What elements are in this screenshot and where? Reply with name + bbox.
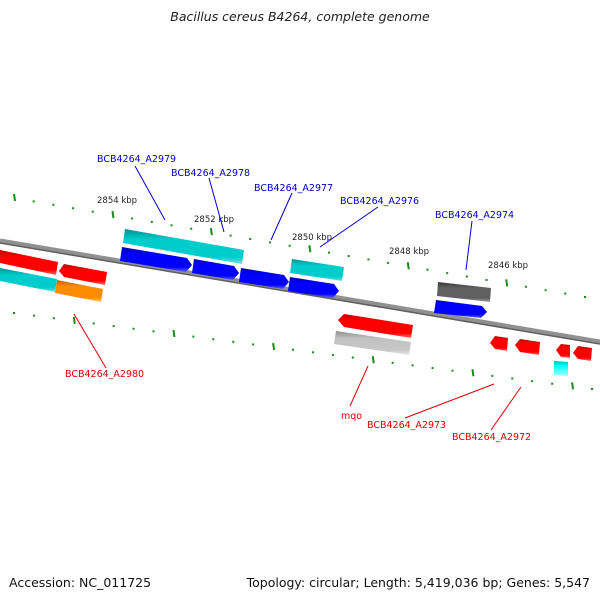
gene-label[interactable]: BCB4264_A2977 — [254, 183, 333, 194]
gene-feature[interactable] — [434, 300, 487, 318]
label-leader-line — [465, 220, 473, 271]
gene-feature[interactable] — [338, 314, 413, 338]
major-tick — [505, 279, 509, 287]
upper-tick-track — [13, 193, 586, 298]
gene-feature[interactable] — [0, 250, 58, 275]
major-tick — [371, 356, 375, 364]
gene-label[interactable]: BCB4264_A2974 — [435, 210, 514, 221]
genome-summary: Topology: circular; Length: 5,419,036 bp… — [246, 575, 590, 590]
gene-label[interactable]: BCB4264_A2980 — [65, 369, 144, 380]
major-tick — [272, 342, 276, 351]
scale-label: 2848 kbp — [389, 247, 429, 257]
major-tick — [571, 382, 575, 390]
gene-label[interactable]: BCB4264_A2972 — [452, 432, 531, 443]
major-tick — [308, 245, 312, 253]
gene-label[interactable]: mqo — [341, 411, 362, 422]
scale-label: 2852 kbp — [194, 215, 234, 225]
genome-backbone-shadow — [0, 242, 600, 345]
label-leader-line — [270, 192, 293, 241]
gene-label[interactable]: BCB4264_A2979 — [97, 154, 176, 165]
label-leader-line — [349, 365, 369, 407]
scale-label: 2850 kbp — [292, 233, 332, 243]
gene-label[interactable]: BCB4264_A2973 — [367, 420, 446, 431]
major-tick — [72, 316, 76, 325]
major-tick — [406, 262, 410, 270]
label-leader-line — [404, 383, 495, 419]
scale-label: 2854 kbp — [97, 196, 137, 206]
gene-feature[interactable] — [59, 264, 107, 285]
gene-feature[interactable] — [0, 268, 57, 292]
gene-feature[interactable] — [123, 229, 244, 264]
lower-tick-track — [13, 312, 593, 390]
major-tick — [111, 210, 115, 219]
gene-label[interactable]: BCB4264_A2978 — [171, 168, 250, 179]
gene-features-upper — [0, 229, 491, 318]
gene-feature[interactable] — [120, 247, 192, 272]
major-tick — [172, 329, 176, 338]
gene-feature[interactable] — [290, 259, 344, 281]
major-tick — [471, 369, 475, 377]
label-leader-line — [208, 177, 225, 233]
gene-feature[interactable] — [239, 268, 289, 289]
gene-feature[interactable] — [192, 259, 239, 280]
gene-feature[interactable] — [490, 336, 508, 351]
gene-features-lower — [334, 314, 592, 376]
gene-feature[interactable] — [554, 361, 568, 376]
label-leader-line — [134, 165, 166, 221]
gene-feature[interactable] — [556, 344, 570, 358]
label-leader-line — [73, 313, 107, 369]
map-title: Bacillus cereus B4264, complete genome — [170, 9, 430, 24]
scale-label: 2846 kbp — [488, 261, 528, 271]
gene-feature[interactable] — [55, 280, 103, 302]
gene-label[interactable]: BCB4264_A2976 — [340, 196, 419, 207]
gene-feature[interactable] — [334, 331, 411, 355]
label-leader-line — [490, 386, 522, 431]
gene-feature[interactable] — [437, 282, 491, 302]
major-tick — [209, 227, 213, 236]
gene-feature[interactable] — [515, 339, 540, 355]
gene-feature[interactable] — [573, 346, 592, 361]
major-tick — [13, 193, 16, 202]
label-leader-line — [319, 206, 379, 248]
accession-label: Accession: NC_011725 — [9, 575, 152, 590]
gene-feature[interactable] — [288, 277, 339, 298]
